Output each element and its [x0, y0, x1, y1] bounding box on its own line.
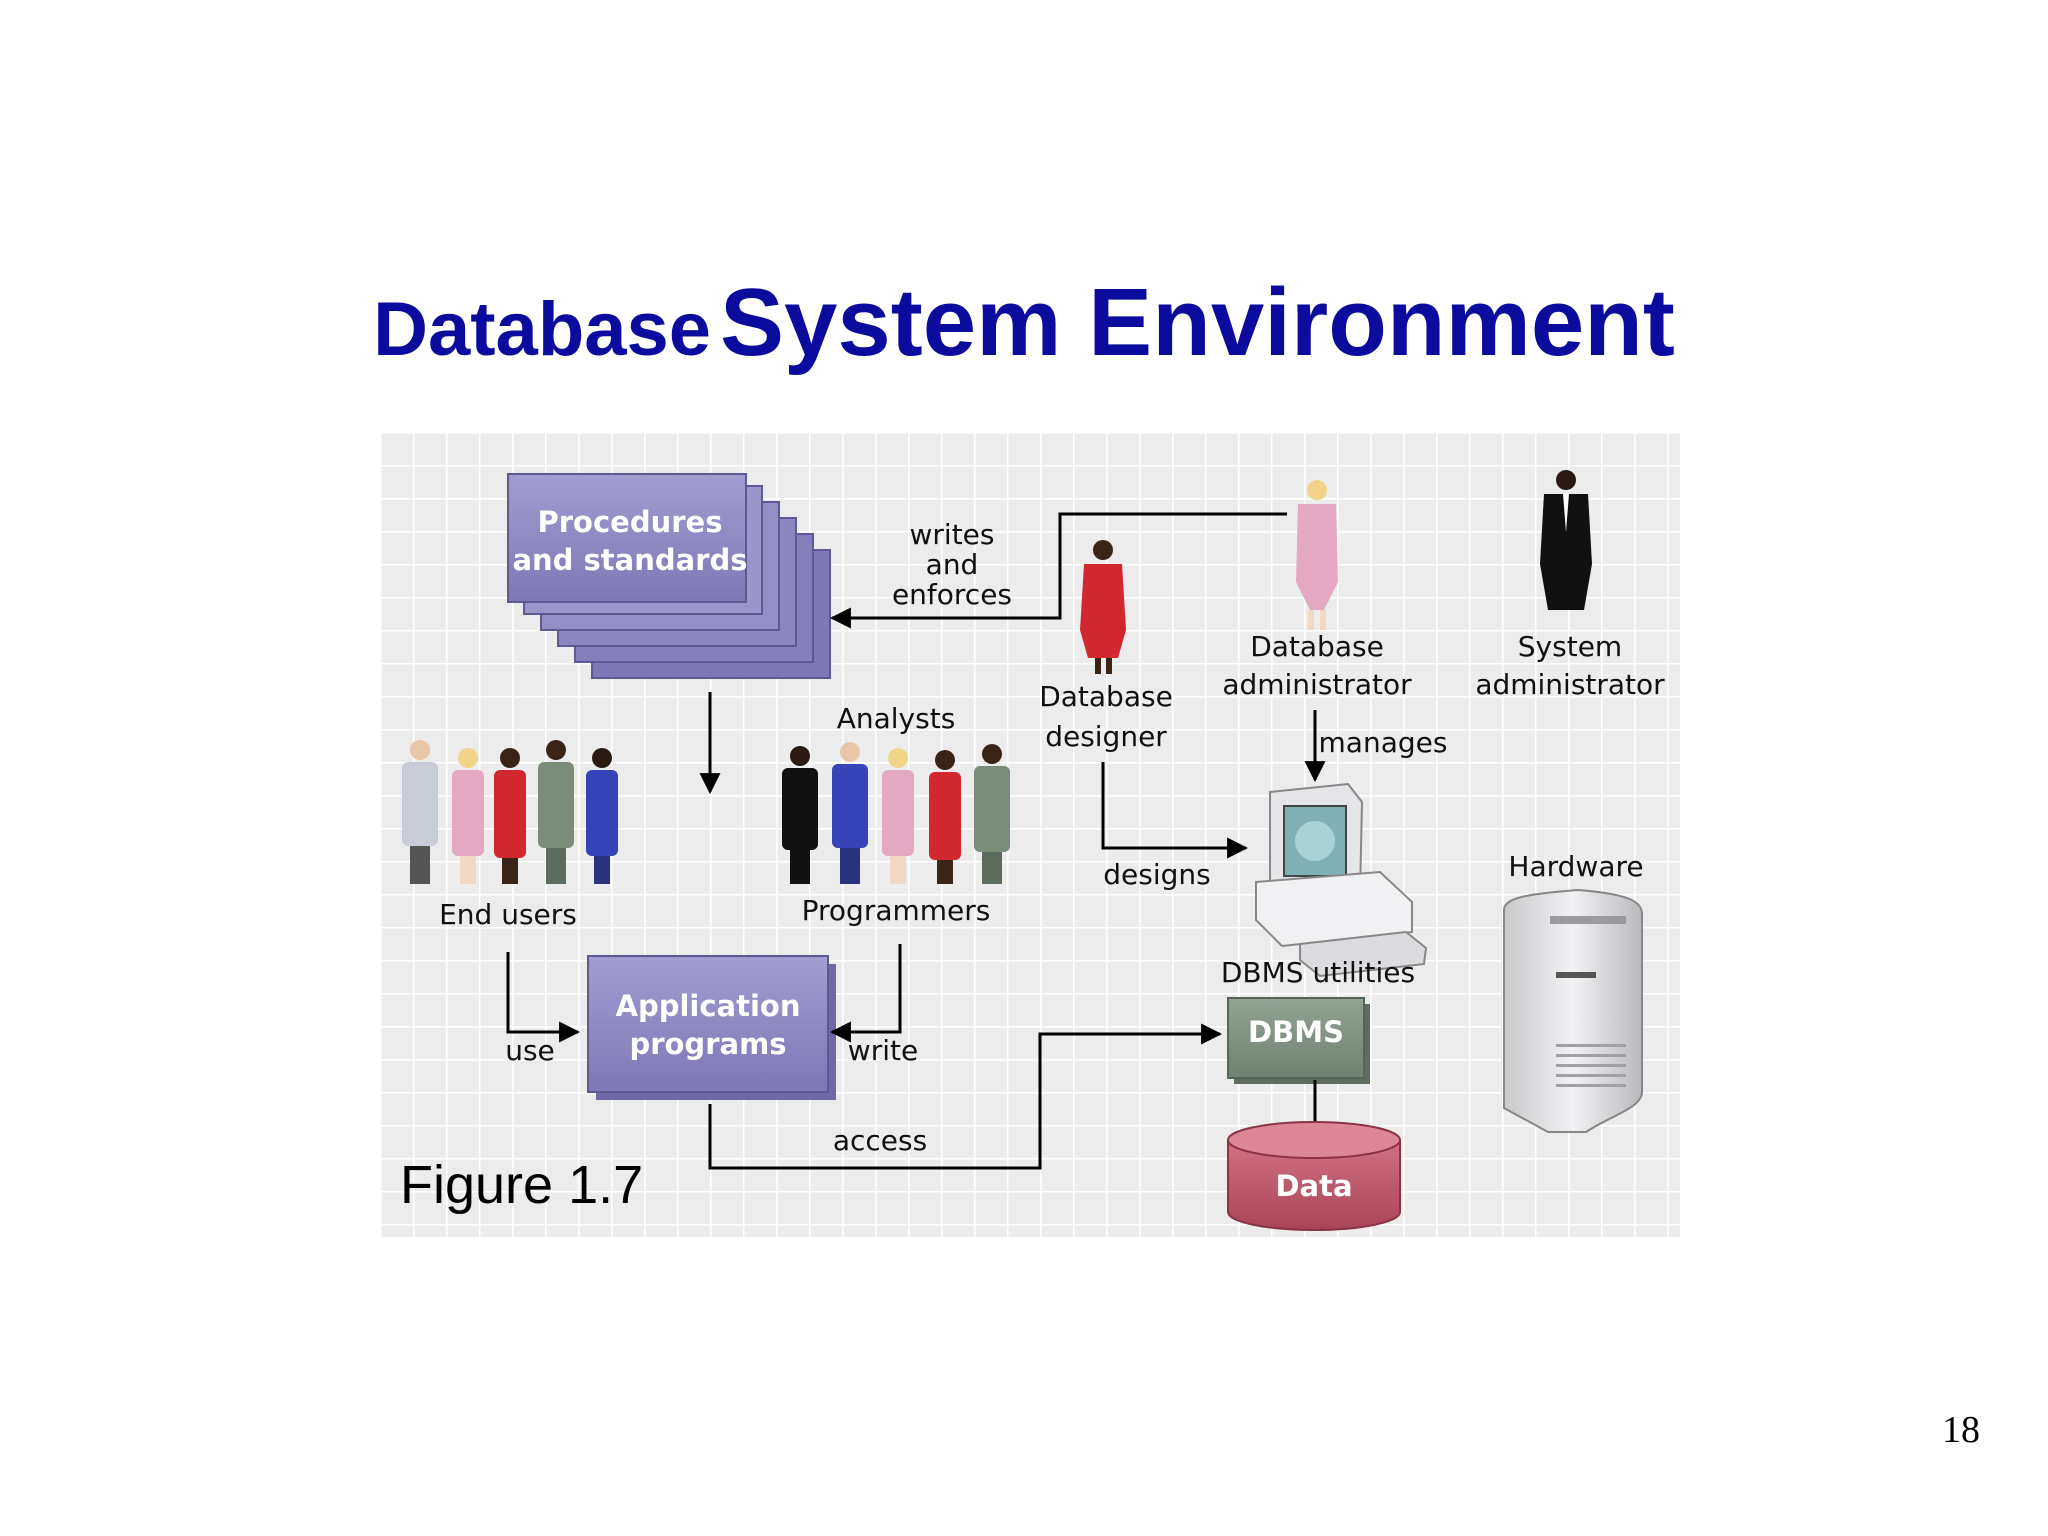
figure-caption: Figure 1.7 [400, 1155, 643, 1215]
database-designer-label-line2: designer [1045, 720, 1167, 753]
procedures-label-line1: Procedures [538, 505, 723, 539]
end-users-figures [402, 740, 618, 884]
analysts-label: Analysts [837, 702, 956, 735]
arrow-write [829, 944, 902, 1043]
write-label: write [848, 1034, 918, 1067]
dbms-box: DBMS [1227, 997, 1370, 1084]
use-label: use [505, 1034, 555, 1067]
application-label-line1: Application [616, 989, 801, 1023]
dbms-utilities-label: DBMS utilities [1221, 956, 1415, 989]
database-administrator-label-line1: Database [1250, 630, 1384, 663]
page-number: 18 [1942, 1409, 1980, 1451]
database-designer-label-line1: Database [1039, 680, 1173, 713]
and-label: and [926, 548, 979, 581]
dbms-label: DBMS [1248, 1015, 1344, 1049]
title-part-system-environment: System Environment [719, 269, 1675, 376]
procedures-label-line2: and standards [512, 543, 747, 577]
database-administrator-label-line2: administrator [1222, 668, 1412, 701]
analysts-programmers-figures [782, 742, 1010, 884]
slide-title: Database System Environment [0, 268, 2048, 378]
arrow-use [506, 952, 581, 1043]
application-label-line2: programs [629, 1027, 786, 1061]
application-programs-box: Application programs [587, 955, 836, 1100]
system-administrator-label-line1: System [1518, 630, 1622, 663]
database-system-environment-diagram: Procedures and standards writes and enfo… [380, 432, 1680, 1237]
arrow-access [708, 1023, 1223, 1170]
arrow-writes-and-enforces [829, 512, 1287, 629]
access-label: access [833, 1124, 927, 1157]
database-designer-figure [1080, 540, 1126, 674]
hardware-server-icon [1503, 888, 1643, 1133]
designs-label: designs [1103, 858, 1210, 891]
manages-label: manages [1319, 726, 1448, 759]
procedures-stack: Procedures and standards [507, 473, 831, 679]
system-administrator-label-line2: administrator [1475, 668, 1665, 701]
system-administrator-figure [1540, 470, 1592, 610]
writes-label: writes [910, 518, 995, 551]
arrow-designs [1101, 762, 1249, 859]
workstation-computer [1255, 782, 1428, 978]
data-cylinder: Data [1227, 1121, 1401, 1231]
programmers-label: Programmers [802, 894, 991, 927]
hardware-label: Hardware [1508, 850, 1643, 883]
title-part-database: Database [373, 287, 712, 372]
data-label: Data [1275, 1169, 1352, 1203]
database-administrator-figure [1296, 480, 1338, 630]
end-users-label: End users [439, 898, 577, 931]
enforces-label: enforces [892, 578, 1012, 611]
